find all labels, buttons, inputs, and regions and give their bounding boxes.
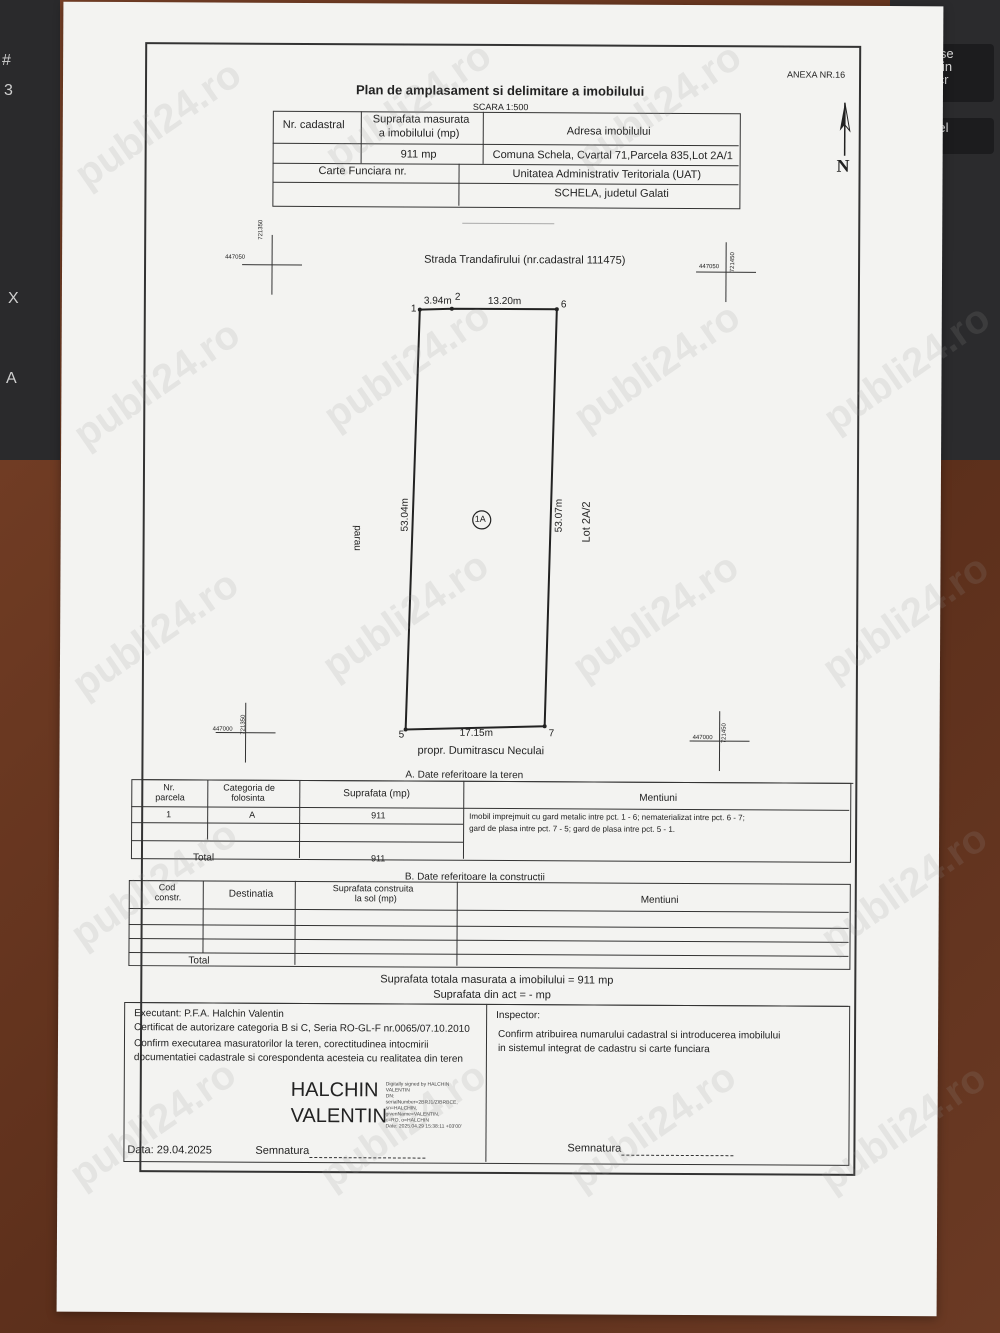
north-arrow-icon (839, 102, 851, 156)
row-mention: Imobil imprejmuit cu gard metalic intre … (469, 811, 745, 823)
inspector-statement: Confirm atribuirea numarului cadastral s… (498, 1028, 781, 1042)
certificate: Certificat de autorizare categoria B si … (134, 1022, 470, 1035)
parcel-outline (403, 306, 559, 732)
header-code: Cod (158, 882, 176, 893)
distance-5-7: 17.15m (459, 727, 493, 739)
keyboard-glyph: # (2, 52, 11, 69)
keyboard-glyph: A (6, 370, 17, 387)
executant: Executant: P.F.A. Halchin Valentin (134, 1008, 284, 1020)
grid-cross-icon (696, 242, 757, 303)
row-mention: gard de plasa intre pct. 7 - 5; gard de … (469, 823, 676, 834)
total-label: Total (188, 955, 210, 967)
signature-label-right: Semnatura (567, 1142, 622, 1155)
keyboard-glyph: 3 (4, 82, 13, 99)
signature-label-left: Semnatura (255, 1144, 310, 1158)
total-value: 911 (370, 853, 386, 864)
cadastral-document: ANEXA NR.16 Plan de amplasament si delim… (56, 1, 998, 1317)
total-label: Total (192, 852, 215, 864)
header-parcel: parcela (155, 792, 185, 803)
signature-name: HALCHIN (290, 1078, 379, 1102)
parcel-label: 1A (474, 513, 486, 524)
executant-statement: Confirm executarea masuratorilor la tere… (133, 1038, 429, 1051)
point-7: 7 (548, 728, 555, 740)
header-category: folosinta (231, 792, 265, 803)
surface-from-act: Suprafata din act = - mp (433, 988, 551, 1002)
header-mentions: Mentiuni (639, 792, 678, 804)
distance-6-7: 53.07m (553, 498, 565, 533)
grid-cross-icon (242, 234, 303, 295)
distance-1-5: 53.04m (399, 498, 411, 532)
header-code: constr. (154, 892, 182, 903)
inspector-label: Inspector: (496, 1009, 541, 1022)
header-destination: Destinatia (228, 888, 274, 900)
distance-1-2: 3.94m (423, 295, 452, 307)
total-measured-surface: Suprafata totala masurata a imobilului =… (380, 973, 614, 987)
point-6: 6 (560, 299, 567, 311)
grid-cross-icon (689, 711, 750, 772)
signature-name: VALENTIN (290, 1104, 387, 1128)
header-parcel: Nr. (163, 782, 175, 793)
header-surface: Suprafata (mp) (343, 788, 411, 800)
row-category: A (249, 809, 256, 820)
document-date: Data: 29.04.2025 (127, 1144, 212, 1157)
row-parcel-nr: 1 (166, 809, 172, 820)
row-surface: 911 (371, 810, 386, 821)
executant-statement: documentatiei cadastrale si corespondent… (133, 1052, 464, 1065)
header-category: Categoria de (223, 782, 275, 793)
keyboard-glyph: X (8, 290, 19, 307)
point-1: 1 (410, 303, 417, 315)
inspector-statement: in sistemul integrat de cadastru si cart… (497, 1042, 710, 1056)
left-neighbor: parau (351, 525, 363, 551)
grid-cross-icon (215, 702, 276, 763)
right-neighbor: Lot 2A/2 (580, 501, 593, 543)
bottom-neighbor: propr. Dumitrascu Neculai (417, 744, 545, 758)
point-5: 5 (398, 729, 405, 741)
distance-2-6: 13.20m (487, 295, 522, 308)
header-built-surface: Suprafata construita (332, 883, 414, 894)
keyboard-left-edge: # 3 X A (0, 0, 60, 460)
header-mentions: Mentiuni (640, 894, 679, 906)
header-built-surface: la sol (mp) (354, 893, 397, 904)
point-2: 2 (454, 291, 461, 303)
section-a-title: A. Date referitoare la teren (405, 769, 524, 782)
